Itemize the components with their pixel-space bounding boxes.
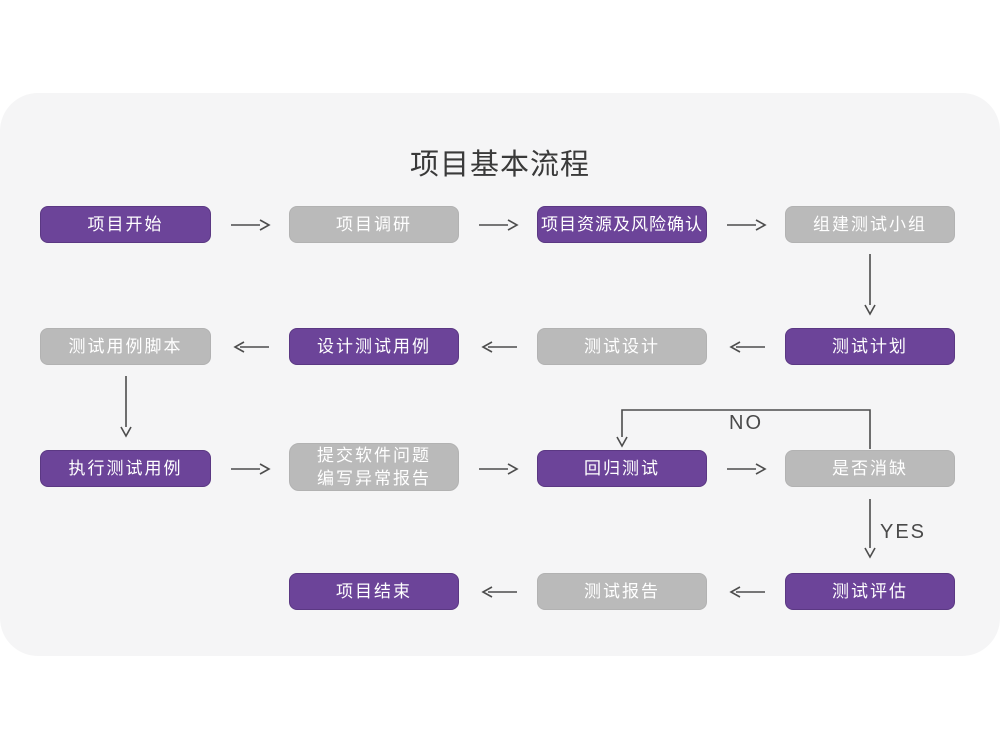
arrow-resource-to-team [727, 219, 767, 231]
arrow-submit-to-regression [479, 463, 519, 475]
arrow-evaluation-to-report [729, 586, 765, 598]
node-test-case-script: 测试用例脚本 [40, 328, 211, 365]
node-label: 设计测试用例 [317, 337, 431, 356]
node-build-test-team: 组建测试小组 [785, 206, 955, 243]
node-test-design: 测试设计 [537, 328, 707, 365]
node-test-report: 测试报告 [537, 573, 707, 610]
node-label: 组建测试小组 [813, 215, 927, 234]
node-label: 项目结束 [336, 582, 412, 601]
node-label: 项目开始 [87, 215, 164, 234]
arrow-designcases-to-script [233, 341, 269, 353]
node-label: 测试评估 [832, 582, 908, 601]
node-label: 测试用例脚本 [68, 337, 183, 356]
node-label: 测试报告 [584, 582, 660, 601]
node-label: 项目调研 [336, 215, 412, 234]
edge-label-no: NO [729, 412, 763, 434]
arrow-plan-to-design [729, 341, 765, 353]
node-defect-resolved: 是否消缺 [785, 450, 955, 487]
node-test-evaluation: 测试评估 [785, 573, 955, 610]
node-label: 项目资源及风险确认 [541, 215, 703, 234]
arrow-script-to-execute [120, 376, 132, 438]
arrow-yes-defect-to-evaluation [864, 499, 876, 559]
node-label-line1: 提交软件问题 [317, 446, 431, 465]
edge-label-yes: YES [880, 521, 927, 543]
arrow-execute-to-submit [231, 463, 271, 475]
node-label: 测试设计 [584, 337, 660, 356]
node-project-start: 项目开始 [40, 206, 211, 243]
arrow-design-to-designcases [481, 341, 517, 353]
node-submit-issue-report: 提交软件问题 编写异常报告 [289, 443, 459, 491]
node-execute-test-cases: 执行测试用例 [40, 450, 211, 487]
node-label: 回归测试 [584, 459, 660, 478]
diagram-title: 项目基本流程 [409, 149, 590, 181]
arrow-no-loop-defect-to-regression [616, 409, 871, 449]
arrow-start-to-research [231, 219, 271, 231]
arrow-team-to-plan [864, 254, 876, 316]
flowchart-card [0, 93, 1000, 656]
arrow-regression-to-defect [727, 463, 767, 475]
node-test-plan: 测试计划 [785, 328, 955, 365]
arrow-report-to-end [481, 586, 517, 598]
node-regression-test: 回归测试 [537, 450, 707, 487]
node-label: 执行测试用例 [68, 459, 183, 478]
node-label: 测试计划 [832, 337, 908, 356]
node-project-research: 项目调研 [289, 206, 459, 243]
arrow-research-to-resource [479, 219, 519, 231]
node-label: 是否消缺 [832, 459, 908, 478]
node-design-test-cases: 设计测试用例 [289, 328, 459, 365]
node-label-line2: 编写异常报告 [317, 469, 431, 488]
node-resource-risk-confirm: 项目资源及风险确认 [537, 206, 707, 243]
node-project-end: 项目结束 [289, 573, 459, 610]
